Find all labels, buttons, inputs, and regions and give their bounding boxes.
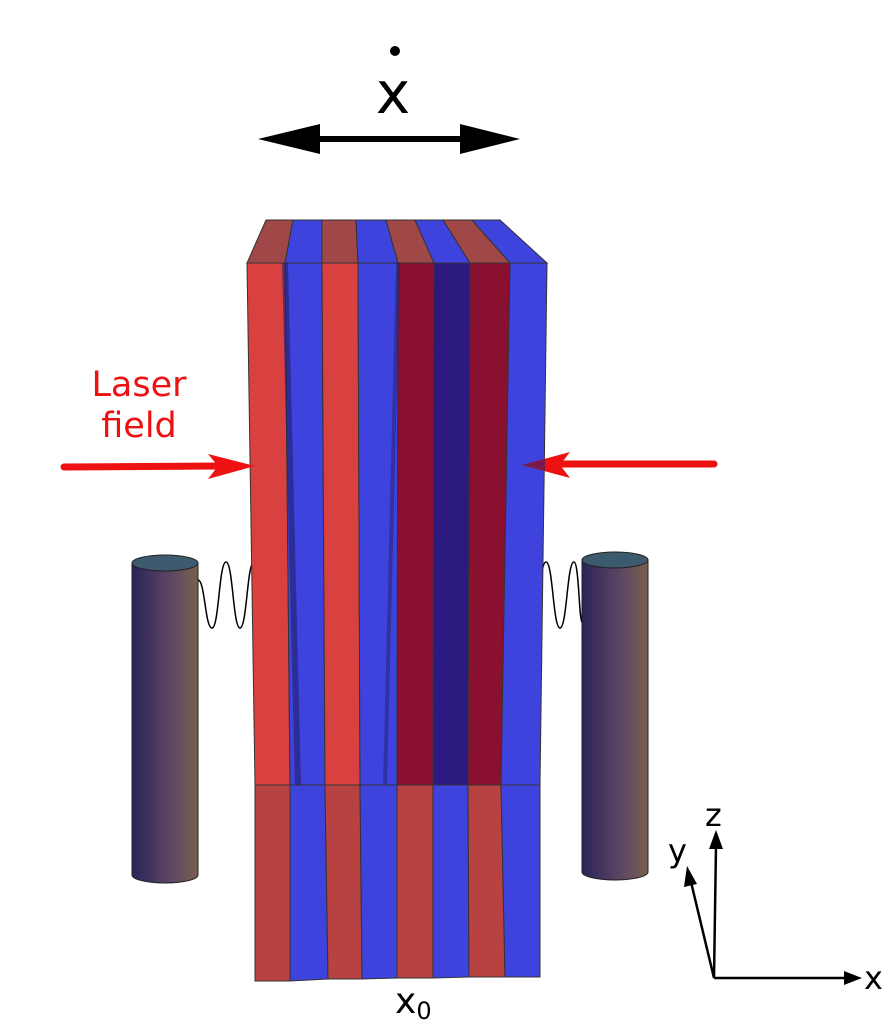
axis-y-label: y: [668, 832, 687, 870]
left-cylinder: [131, 554, 199, 884]
equilibrium-position-label: x0: [395, 981, 432, 1024]
laser-arrow-left: [60, 454, 255, 479]
position-label-base: x: [395, 981, 416, 1022]
striped-crystal-block: [246, 219, 549, 982]
position-label-subscript: 0: [416, 997, 431, 1024]
right-cylinder: [581, 551, 649, 881]
double-arrow-icon: [258, 124, 520, 154]
velocity-dot: [390, 46, 400, 56]
velocity-label: x: [376, 59, 410, 127]
velocity-indicator: x: [258, 46, 520, 154]
laser-arrow-right: [522, 452, 718, 478]
axis-z-label: z: [705, 796, 722, 834]
crystal-bottom-face: [254, 784, 541, 982]
laser-field-label: Laser field: [91, 365, 187, 446]
crystal-top-face: [246, 219, 549, 264]
axis-x-label: x: [864, 959, 883, 997]
crystal-stripes: [246, 262, 548, 786]
svg-text:x0: x0: [395, 981, 432, 1024]
laser-label-line1: Laser: [91, 365, 187, 405]
coordinate-axes: x z y: [668, 796, 883, 997]
laser-label-line2: field: [101, 406, 177, 446]
